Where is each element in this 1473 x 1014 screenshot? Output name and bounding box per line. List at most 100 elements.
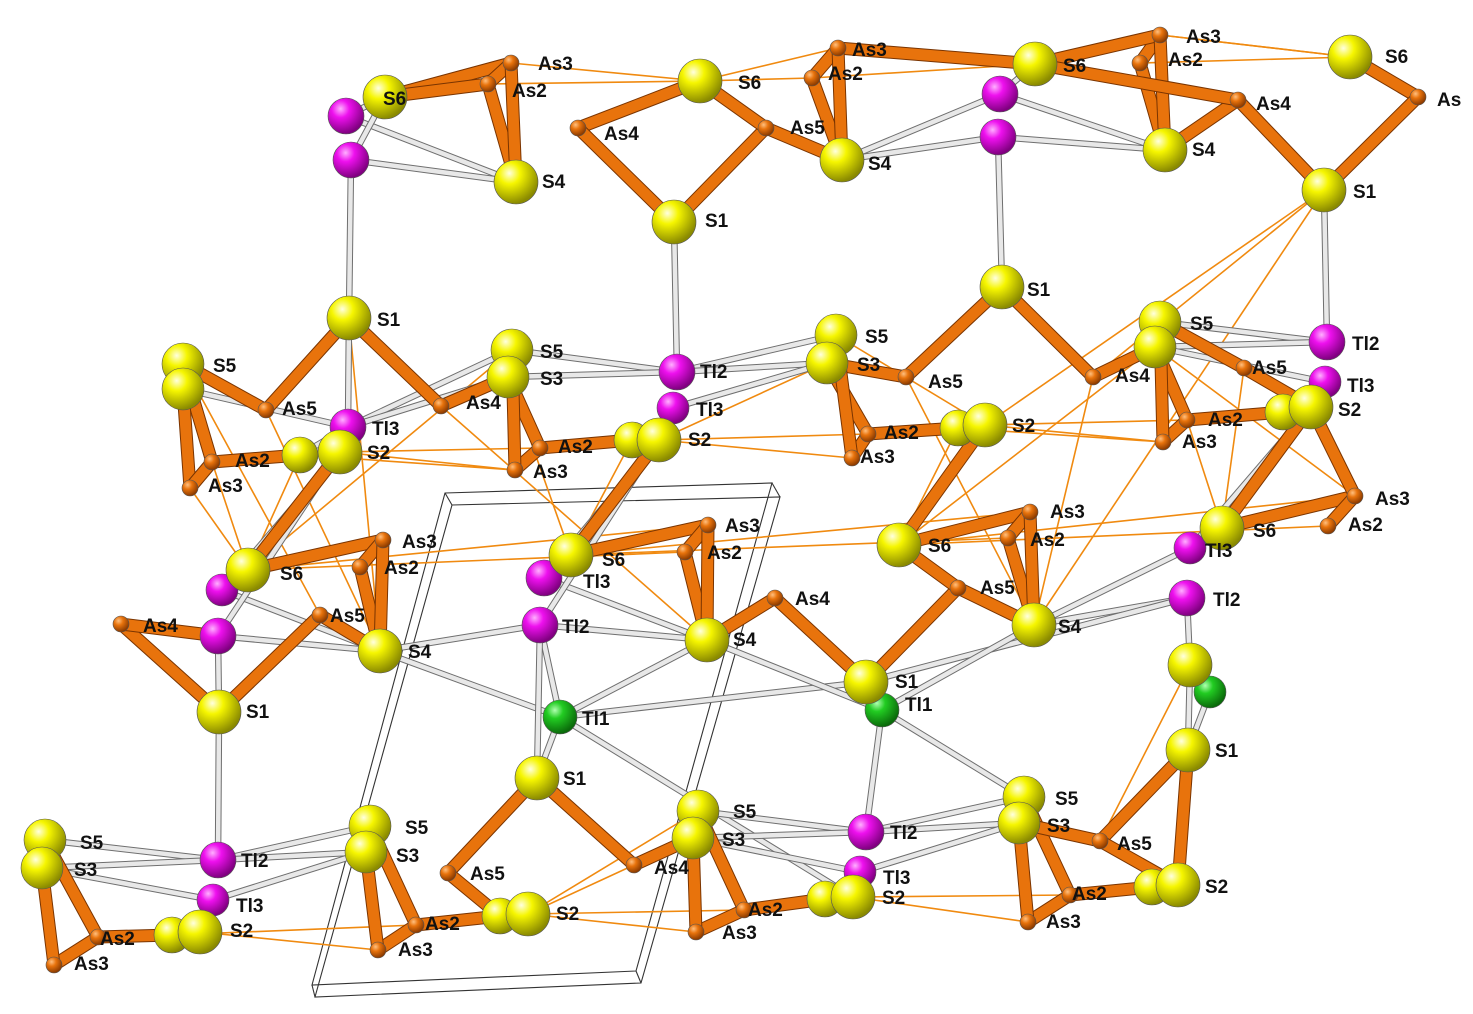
sulfur-atom [1301,167,1347,213]
atom-label: S3 [857,355,880,376]
sulfur-atom [997,801,1041,845]
contact-line [339,447,541,453]
sulfur-atom [979,264,1025,310]
tl-s-bond [839,134,1001,163]
atom-label: As5 [470,864,505,885]
arsenic-atom [1409,88,1427,106]
tl-s-bond [674,332,839,375]
arsenic-atom [432,397,450,415]
thallium-atom [981,75,1019,113]
sulfur-atom [344,830,388,874]
sulfur-atom [1155,862,1201,908]
as-s-bond [242,446,346,576]
tl-s-bond [695,808,869,835]
as-s-contact-lines [171,34,1356,951]
tl-s-bond [839,91,1003,163]
atom-label: As3 [74,954,109,975]
atom-label: S2 [1205,877,1228,898]
as-s-bond [48,931,104,971]
tl-s-bond [674,360,830,375]
atom-label: S1 [1215,741,1239,762]
tl-s-bond [1031,545,1193,628]
atom-label: S6 [280,564,303,585]
tl-s-bond [1152,339,1330,350]
arsenic-atom [1019,913,1037,931]
tl-s-bond [857,820,1022,875]
tl-s-bond [215,709,222,863]
atom-label: As2 [1208,410,1243,431]
atom-label: As2 [100,929,135,950]
contact-line [199,931,379,951]
atom-label: As [1437,90,1461,111]
sulfur-atom [1327,34,1373,80]
sulfur-atom [1288,384,1334,430]
arsenic-atom [843,449,861,467]
arsenic-atom [311,606,329,624]
atom-label: S4 [868,154,892,175]
atom-label: S3 [1047,816,1070,837]
atom-label: S2 [1012,416,1035,437]
arsenic-atom [1131,54,1149,72]
as-s-bond [242,534,389,576]
atom-label: Tl2 [1213,590,1240,611]
sulfur-atom [876,522,922,568]
tl-s-bond [377,622,543,654]
atom-label: S3 [396,846,419,867]
as-s-bond [1172,744,1194,891]
atom-label: S2 [688,430,711,451]
arsenic-atom [757,119,775,137]
atom-label: S3 [74,860,97,881]
contact-line [1092,189,1325,378]
tl-s-bond [39,857,221,871]
thallium-atom [199,841,237,879]
arsenic-atom [766,589,784,607]
arsenic-atom [1346,487,1364,505]
arsenic-atom [1021,503,1039,521]
arsenic-atom [699,516,717,534]
atom-label: As2 [235,451,270,472]
tl-s-bond [537,622,710,643]
contact-line [182,363,321,616]
atom-label: As2 [512,81,547,102]
thallium-atom [542,699,578,735]
arsenic-atom [257,401,275,419]
atom-label: As4 [1256,94,1291,115]
arsenic-atom [502,54,520,72]
contact-line [527,913,697,933]
atom-label: As3 [398,940,433,961]
tl-s-bond [879,707,1027,800]
atom-label: As2 [748,900,783,921]
atom-label: As2 [1168,50,1203,71]
atom-label: As3 [1050,502,1085,523]
tl-s-bond [343,113,519,185]
tl-s-bond [863,820,1022,835]
sulfur-atom [357,628,403,674]
arsenic-atom [829,39,847,57]
arsenic-atom [374,531,392,549]
contact-line [898,346,1156,546]
tl-s-bond [997,91,1168,153]
tl-s-bond [863,794,1027,835]
atom-label: S6 [928,536,951,557]
atom-label: Tl2 [562,617,589,638]
atom-label: Tl3 [883,868,910,889]
atom-label: As5 [1252,358,1287,379]
sulfur-atom [505,891,551,937]
arsenic-atom [351,558,369,576]
tl-s-bond [210,849,369,903]
atom-label: As4 [143,616,178,637]
atom-label: As5 [282,399,317,420]
atom-label: Tl3 [1205,541,1232,562]
as-s-bond [1216,401,1317,534]
atom-label: S4 [1058,617,1082,638]
arsenic-atom [181,479,199,497]
atom-label: S6 [738,73,761,94]
arsenic-atom [1319,517,1337,535]
as-s-bond [1216,490,1361,534]
atom-label: S6 [1253,521,1276,542]
atom-label: Tl1 [905,695,933,716]
atom-label: S3 [722,830,745,851]
contact-line [898,525,1329,546]
sulfur-atom [486,355,530,399]
tl-s-bond [690,835,863,875]
